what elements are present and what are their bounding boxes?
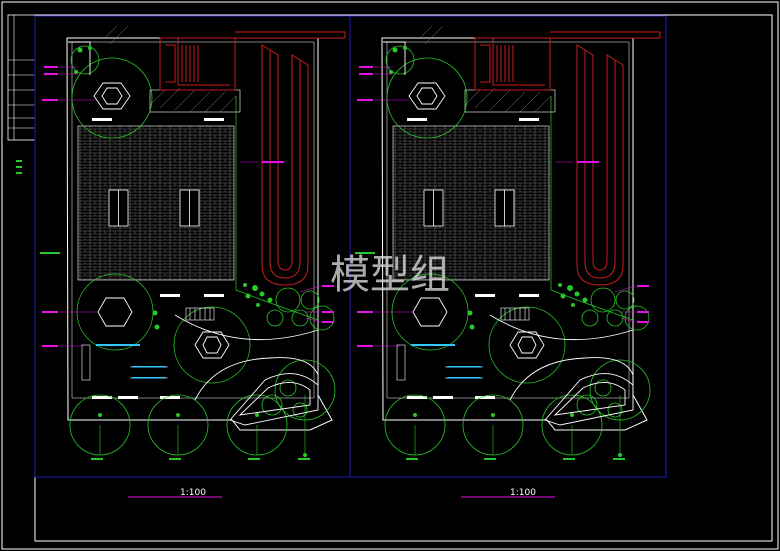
- right-viewport: [349, 15, 667, 478]
- right-plan-title: 1:100: [461, 488, 555, 498]
- left-site-plan: [40, 25, 346, 460]
- svg-text:1:100: 1:100: [510, 488, 536, 498]
- title-block: [7, 14, 36, 174]
- watermark: 模型组: [330, 252, 450, 298]
- svg-text:1:100: 1:100: [180, 488, 206, 498]
- right-site-plan: [354, 25, 661, 461]
- left-plan-title: 1:100: [128, 488, 222, 498]
